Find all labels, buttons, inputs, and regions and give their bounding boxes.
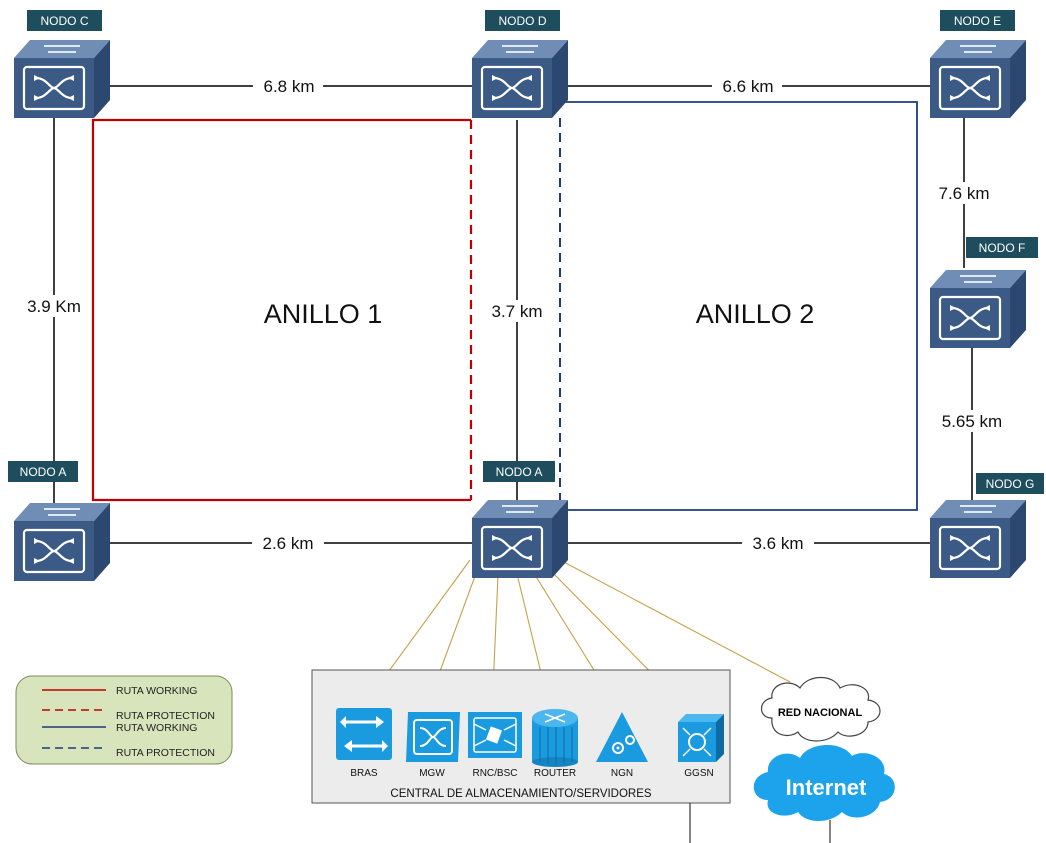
distance-a-left-a-center: 2.6 km bbox=[262, 534, 313, 553]
device-label-mgw: MGW bbox=[419, 768, 445, 779]
node-tag-d: NODO D bbox=[485, 10, 560, 31]
legend-label-2: RUTA PROTECTION bbox=[116, 710, 215, 722]
red-nacional-cloud-icon: RED NACIONAL bbox=[760, 676, 881, 742]
node-tag-e: NODO E bbox=[940, 10, 1015, 31]
ring2-title: ANILLO 2 bbox=[696, 299, 815, 329]
legend: RUTA WORKING RUTA PROTECTION RUTA WORKIN… bbox=[15, 675, 233, 765]
mgw-icon bbox=[406, 712, 460, 762]
node-label-f: NODO F bbox=[979, 241, 1026, 255]
distance-c-a-left: 3.9 Km bbox=[27, 297, 81, 316]
legend-label-3: RUTA WORKING bbox=[116, 722, 197, 734]
red-nacional-label: RED NACIONAL bbox=[778, 707, 863, 719]
node-tag-f: NODO F bbox=[966, 237, 1038, 258]
device-label-bras: BRAS bbox=[350, 768, 378, 779]
node-label-g: NODO G bbox=[986, 477, 1035, 491]
internet-cloud-icon: Internet bbox=[753, 744, 895, 821]
trib-red-nacional bbox=[559, 559, 791, 683]
ggsn-icon bbox=[678, 714, 724, 762]
ring1-working-route bbox=[91, 118, 471, 502]
internet-label: Internet bbox=[786, 775, 867, 800]
legend-label-4: RUTA PROTECTION bbox=[116, 747, 215, 759]
distance-e-f: 7.6 km bbox=[938, 184, 989, 203]
device-label-rnc-bsc: RNC/BSC bbox=[472, 768, 517, 779]
switch-nodo-a-left bbox=[12, 501, 112, 583]
switch-nodo-f bbox=[928, 268, 1028, 350]
distance-f-g: 5.65 km bbox=[942, 412, 1002, 431]
ring2-working-route bbox=[565, 101, 918, 511]
node-label-c: NODO C bbox=[41, 14, 89, 28]
node-label-a-center: NODO A bbox=[496, 465, 543, 479]
node-tag-a-left: NODO A bbox=[8, 461, 78, 482]
ring1-title: ANILLO 1 bbox=[264, 299, 383, 329]
node-tag-c: NODO C bbox=[27, 10, 102, 31]
ngn-icon bbox=[596, 712, 648, 762]
legend-label-1: RUTA WORKING bbox=[116, 685, 197, 697]
switch-nodo-g bbox=[928, 498, 1028, 580]
switch-nodo-e bbox=[928, 38, 1028, 120]
distance-d-e: 6.6 km bbox=[722, 77, 773, 96]
device-label-ngn: NGN bbox=[611, 768, 633, 779]
switch-nodo-a-center bbox=[470, 498, 570, 580]
node-tag-a-center: NODO A bbox=[483, 461, 555, 482]
rnc-bsc-icon bbox=[468, 712, 522, 758]
switch-nodo-d bbox=[470, 38, 570, 120]
node-label-e: NODO E bbox=[954, 14, 1001, 28]
device-label-ggsn: GGSN bbox=[684, 768, 713, 779]
bras-icon bbox=[336, 708, 392, 760]
node-label-d: NODO D bbox=[499, 14, 547, 28]
central-title: CENTRAL DE ALMACENAMIENTO/SERVIDORES bbox=[390, 788, 651, 800]
device-label-router: ROUTER bbox=[534, 768, 576, 779]
distance-d-a-center: 3.7 km bbox=[491, 302, 542, 321]
distance-a-center-g: 3.6 km bbox=[752, 534, 803, 553]
node-tag-g: NODO G bbox=[976, 473, 1044, 494]
switch-nodo-c bbox=[12, 38, 112, 120]
node-label-a-left: NODO A bbox=[20, 465, 67, 479]
router-icon bbox=[532, 709, 578, 767]
distance-c-d: 6.8 km bbox=[263, 77, 314, 96]
central-storage-box: BRAS MGW RNC/BSC bbox=[311, 669, 731, 804]
